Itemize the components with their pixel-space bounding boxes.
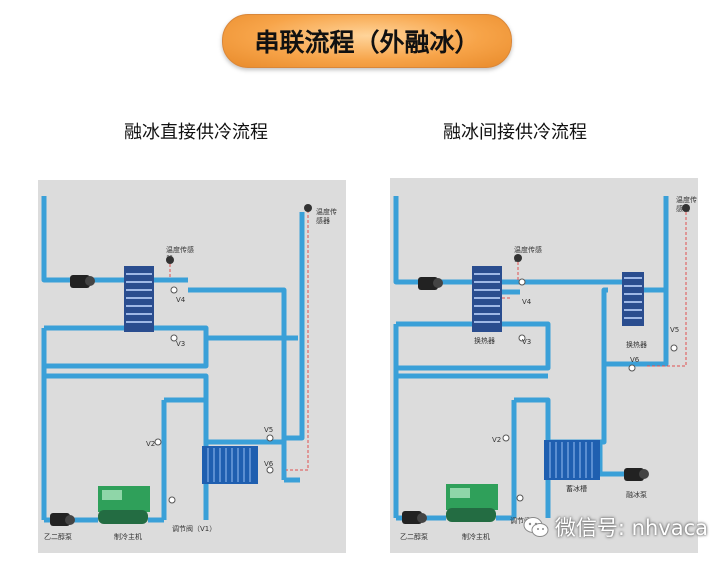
- right-v2-label: V2: [492, 436, 502, 444]
- left-temp-sensor-top-label: 温度传感器: [316, 208, 337, 225]
- right-ice-tank-label: 蓄冰槽: [566, 485, 587, 493]
- right-v1-label: 调节阀: [510, 517, 531, 525]
- left-schematic: [41, 196, 312, 526]
- right-melt-pump-label: 融冰泵: [626, 491, 647, 499]
- melt-pump-icon: [624, 468, 649, 481]
- ice-tank: [544, 440, 600, 480]
- temperature-sensor-icon: [166, 204, 312, 264]
- left-v3-label: V3: [176, 340, 186, 348]
- right-diagram-title: 融冰间接供冷流程: [443, 122, 587, 143]
- pipe: [188, 287, 287, 430]
- right-schematic: [393, 196, 690, 524]
- pipe: [41, 196, 78, 283]
- watermark-text: 微信号: nhvaca: [554, 516, 708, 540]
- valve-v5-icon: [670, 344, 678, 352]
- right-hx-left-label: 换热器: [474, 337, 495, 345]
- left-diagram-panel: [38, 180, 346, 553]
- left-temp-sensor-label: 温度传感器: [166, 246, 194, 263]
- valve-v1-icon: [516, 494, 524, 502]
- heat-exchanger: [124, 266, 154, 332]
- valve-v5-icon: [266, 434, 274, 442]
- title-banner: 串联流程（外融冰）: [222, 14, 512, 68]
- valve-v6-icon: [628, 364, 636, 372]
- left-v4-label: V4: [176, 296, 186, 304]
- ice-tank: [202, 446, 258, 484]
- right-hx-right-label: 换热器: [626, 341, 647, 349]
- pump-icon: [70, 275, 95, 288]
- chiller-unit: [98, 486, 150, 524]
- left-v1-label: 调节阀（V1）: [172, 525, 217, 533]
- valve-v1-icon: [168, 496, 176, 504]
- temperature-sensor-icon: [514, 204, 690, 262]
- right-temp-sensor-top-label: 温度传感器: [676, 196, 697, 213]
- right-chiller-label: 制冷主机: [462, 533, 490, 541]
- right-v5-label: V5: [670, 326, 680, 334]
- left-chiller-label: 制冷主机: [114, 533, 142, 541]
- heat-exchanger-right: [622, 272, 644, 326]
- valve-v3-icon: [518, 334, 526, 342]
- right-v3-label: V3: [522, 338, 532, 346]
- glycol-pump-icon: [50, 513, 75, 526]
- banner-title: 串联流程（外融冰）: [254, 28, 480, 57]
- valve-v4-icon: [170, 286, 178, 294]
- left-diagram-title: 融冰直接供冷流程: [124, 122, 268, 143]
- valve-v4-icon: [518, 278, 526, 286]
- chiller-unit: [446, 484, 498, 522]
- right-glycol-pump-label: 乙二醇泵: [400, 533, 428, 541]
- valve-v3-icon: [170, 334, 178, 342]
- right-temp-sensor-label: 温度传感器: [514, 246, 542, 263]
- valve-v6-icon: [266, 466, 274, 474]
- left-v5-label: V5: [264, 426, 274, 434]
- right-v6-label: V6: [630, 356, 640, 364]
- left-v2-label: V2: [146, 440, 156, 448]
- valve-v2-icon: [154, 438, 162, 446]
- left-v6-label: V6: [264, 460, 274, 468]
- heat-exchanger-left: [472, 266, 502, 332]
- left-glycol-pump-label: 乙二醇泵: [44, 533, 72, 541]
- right-diagram-panel: [390, 178, 698, 553]
- glycol-pump-icon: [402, 511, 427, 524]
- right-v4-label: V4: [522, 298, 532, 306]
- wechat-watermark: 微信号: nhvaca: [523, 512, 708, 542]
- wechat-icon: [523, 516, 549, 538]
- pump-icon: [418, 277, 443, 290]
- valve-v2-icon: [502, 434, 510, 442]
